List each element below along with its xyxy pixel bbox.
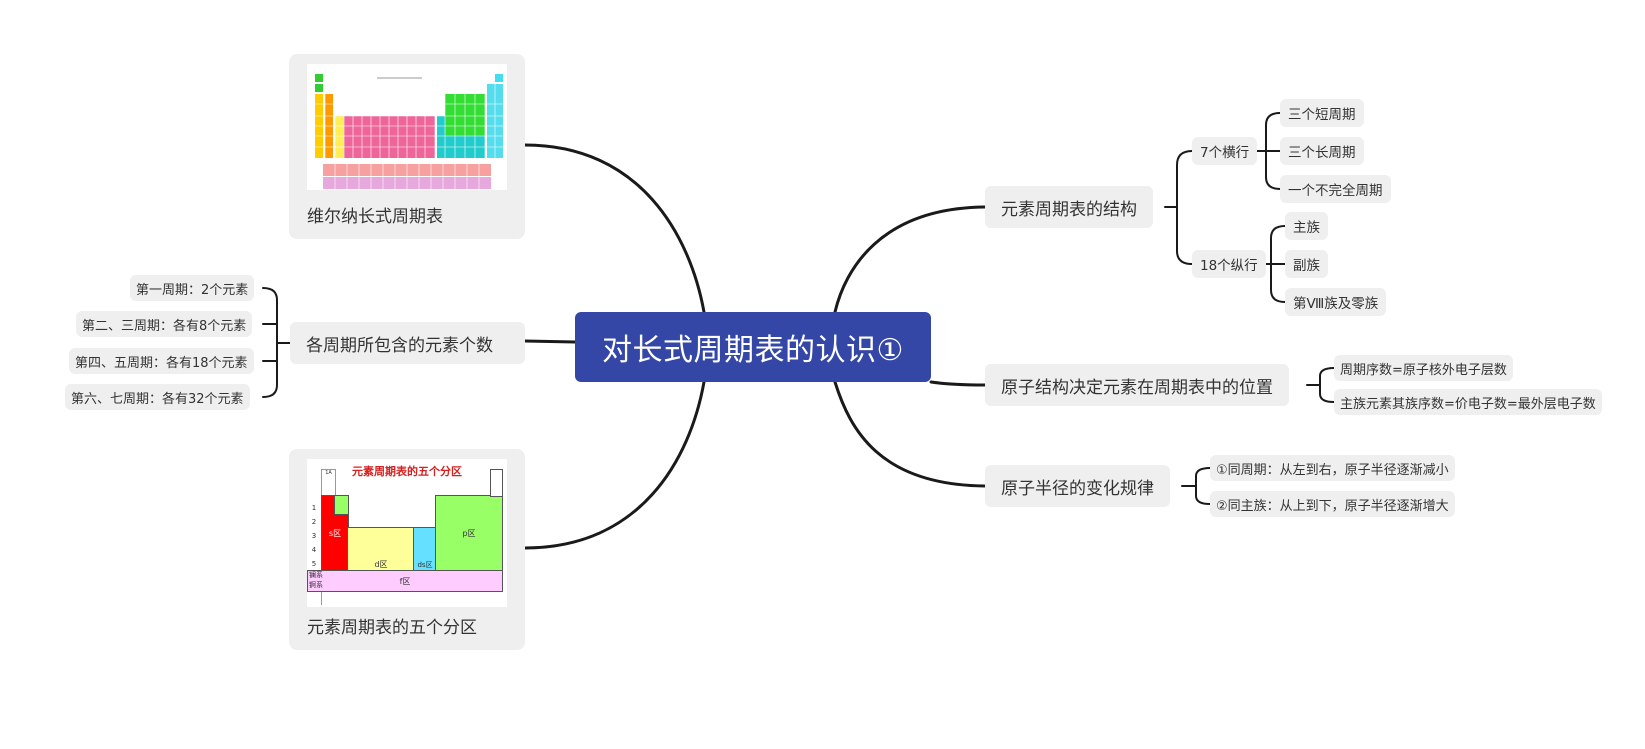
- col-item-1-label: 主族: [1293, 220, 1320, 236]
- f-zone: f区: [307, 570, 503, 592]
- central-topic-label: 对长式周期表的认识①: [602, 333, 904, 368]
- actinide-label: 锕系: [309, 581, 323, 589]
- top-group-label: 1A: [325, 470, 332, 476]
- count-item-1[interactable]: 第一周期：2个元素: [130, 275, 255, 301]
- count-item-1-label: 第一周期：2个元素: [136, 282, 249, 298]
- row-item-1[interactable]: 三个短周期: [1280, 99, 1364, 127]
- p-zone: p区: [435, 495, 503, 571]
- period-5: 5: [311, 560, 317, 568]
- row-item-2[interactable]: 三个长周期: [1280, 137, 1364, 165]
- col-item-3-label: 第Ⅷ族及零族: [1293, 296, 1379, 312]
- d-zone: d区: [347, 527, 415, 571]
- row-item-3-label: 一个不完全周期: [1288, 183, 1383, 199]
- werner-periodic-table-image: [307, 64, 507, 190]
- radius-item-1-label: ①同周期：从左到右，原子半径逐渐减小: [1216, 462, 1449, 478]
- werner-table-caption: 维尔纳长式周期表: [307, 207, 443, 227]
- five-zones-image-title: 元素周期表的五个分区: [352, 465, 462, 478]
- central-topic[interactable]: 对长式周期表的认识①: [575, 312, 931, 382]
- count-item-4-label: 第六、七周期：各有32个元素: [71, 391, 244, 407]
- five-zones-node[interactable]: 元素周期表的五个分区 1A 1 2 3 4 5 s区 d区 ds区 p区 f区 …: [289, 449, 525, 650]
- col-item-1[interactable]: 主族: [1285, 212, 1328, 240]
- structure-label: 元素周期表的结构: [1001, 199, 1137, 220]
- col-item-2[interactable]: 副族: [1285, 250, 1328, 278]
- position-item-1-label: 周期序数=原子核外电子层数: [1340, 362, 1507, 378]
- structure-node[interactable]: 元素周期表的结构: [985, 186, 1153, 228]
- h-cell: 1A: [321, 469, 336, 496]
- s-zone-label: s区: [328, 528, 342, 538]
- ds-zone: ds区: [413, 527, 437, 571]
- period-4: 4: [311, 546, 317, 554]
- position-item-2[interactable]: 主族元素其族序数=价电子数=最外层电子数: [1334, 389, 1602, 415]
- position-item-1[interactable]: 周期序数=原子核外电子层数: [1334, 355, 1513, 381]
- row-item-1-label: 三个短周期: [1288, 107, 1356, 123]
- row-item-2-label: 三个长周期: [1288, 145, 1356, 161]
- cols-node[interactable]: 18个纵行: [1192, 250, 1266, 278]
- five-zones-image: 元素周期表的五个分区 1A 1 2 3 4 5 s区 d区 ds区 p区 f区 …: [307, 459, 507, 607]
- period-3: 3: [311, 532, 317, 540]
- periodic-table-graphic: [307, 64, 507, 190]
- count-item-3[interactable]: 第四、五周期：各有18个元素: [69, 348, 254, 374]
- s-zone-top: [334, 495, 349, 515]
- cols-label: 18个纵行: [1200, 258, 1258, 274]
- count-item-2[interactable]: 第二、三周期：各有8个元素: [76, 311, 253, 337]
- period-2: 2: [311, 518, 317, 526]
- radius-item-2-label: ②同主族：从上到下，原子半径逐渐增大: [1216, 498, 1449, 514]
- d-zone-label: d区: [374, 560, 388, 569]
- five-zones-caption: 元素周期表的五个分区: [307, 618, 477, 638]
- rows-node[interactable]: 7个横行: [1192, 137, 1258, 165]
- radius-item-2[interactable]: ②同主族：从上到下，原子半径逐渐增大: [1210, 491, 1455, 517]
- row-item-3[interactable]: 一个不完全周期: [1280, 175, 1391, 203]
- col-item-2-label: 副族: [1293, 258, 1320, 274]
- p-zone-label: p区: [462, 528, 476, 538]
- rows-label: 7个横行: [1200, 145, 1250, 161]
- position-item-2-label: 主族元素其族序数=价电子数=最外层电子数: [1340, 396, 1596, 412]
- period-counts-node[interactable]: 各周期所包含的元素个数: [290, 322, 525, 364]
- werner-table-node[interactable]: 维尔纳长式周期表: [289, 54, 525, 239]
- period-1: 1: [311, 504, 317, 512]
- col-item-3[interactable]: 第Ⅷ族及零族: [1285, 288, 1387, 316]
- he-cell: [490, 469, 503, 497]
- ds-zone-label: ds区: [417, 561, 433, 569]
- radius-item-1[interactable]: ①同周期：从左到右，原子半径逐渐减小: [1210, 455, 1455, 481]
- position-label: 原子结构决定元素在周期表中的位置: [1001, 377, 1273, 398]
- period-counts-label: 各周期所包含的元素个数: [306, 335, 493, 356]
- lanthanide-label: 镧系: [309, 571, 323, 579]
- count-item-3-label: 第四、五周期：各有18个元素: [75, 355, 248, 371]
- position-node[interactable]: 原子结构决定元素在周期表中的位置: [985, 364, 1289, 406]
- f-zone-label: f区: [399, 576, 411, 586]
- count-item-4[interactable]: 第六、七周期：各有32个元素: [65, 384, 250, 410]
- radius-node[interactable]: 原子半径的变化规律: [985, 465, 1170, 507]
- count-item-2-label: 第二、三周期：各有8个元素: [82, 318, 247, 334]
- radius-label: 原子半径的变化规律: [1001, 478, 1154, 499]
